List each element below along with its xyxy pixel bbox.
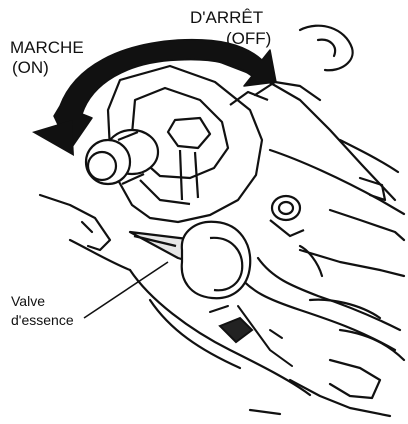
fitting-bolt [270, 196, 304, 236]
fuel-valve-label-line2: d'essence [11, 313, 74, 328]
fuel-valve-lever [130, 222, 250, 298]
on-label-line2: (ON) [12, 59, 49, 77]
lower-details [210, 306, 292, 366]
arrow-head-on [32, 120, 74, 156]
fuel-valve-label-line1: Valve [11, 294, 45, 309]
off-label-line1: D'ARRÊT [190, 9, 263, 27]
on-label-line1: MARCHE [10, 39, 84, 57]
fuel-hose [236, 246, 400, 350]
valve-leader-line [84, 262, 168, 318]
off-label-line2: (OFF) [226, 30, 271, 48]
